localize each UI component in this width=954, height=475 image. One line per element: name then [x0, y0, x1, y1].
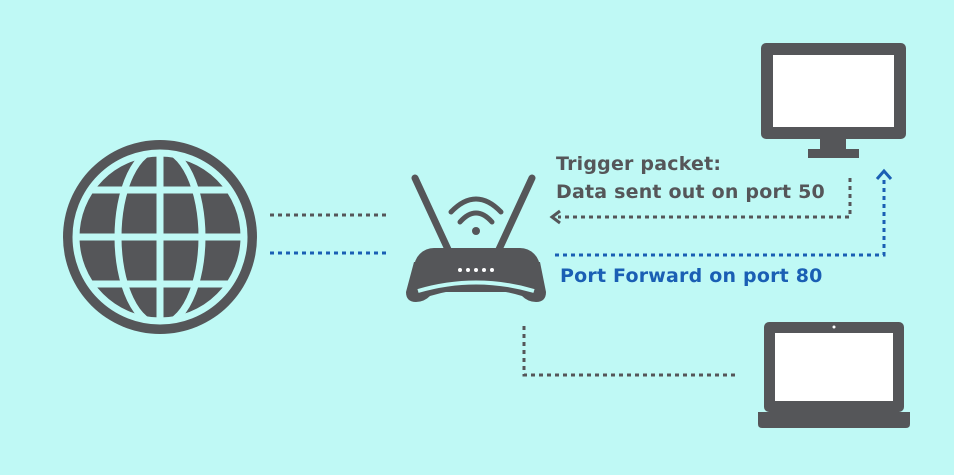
trigger-label-line1: Trigger packet: [556, 153, 722, 175]
forward-path [555, 178, 886, 257]
globe-icon [63, 140, 257, 334]
laptop-icon [758, 322, 910, 428]
trigger-label-line2: Data sent out on port 50 [556, 181, 825, 203]
router-icon [406, 174, 546, 302]
monitor-icon [761, 43, 906, 158]
trigger-path [558, 178, 852, 219]
laptop-link [522, 326, 736, 377]
forward-arrowhead [875, 168, 893, 180]
forward-label: Port Forward on port 80 [560, 265, 823, 287]
trigger-arrowhead [549, 209, 561, 225]
trigger-label: Trigger packet: Data sent out on port 50 [556, 150, 825, 206]
